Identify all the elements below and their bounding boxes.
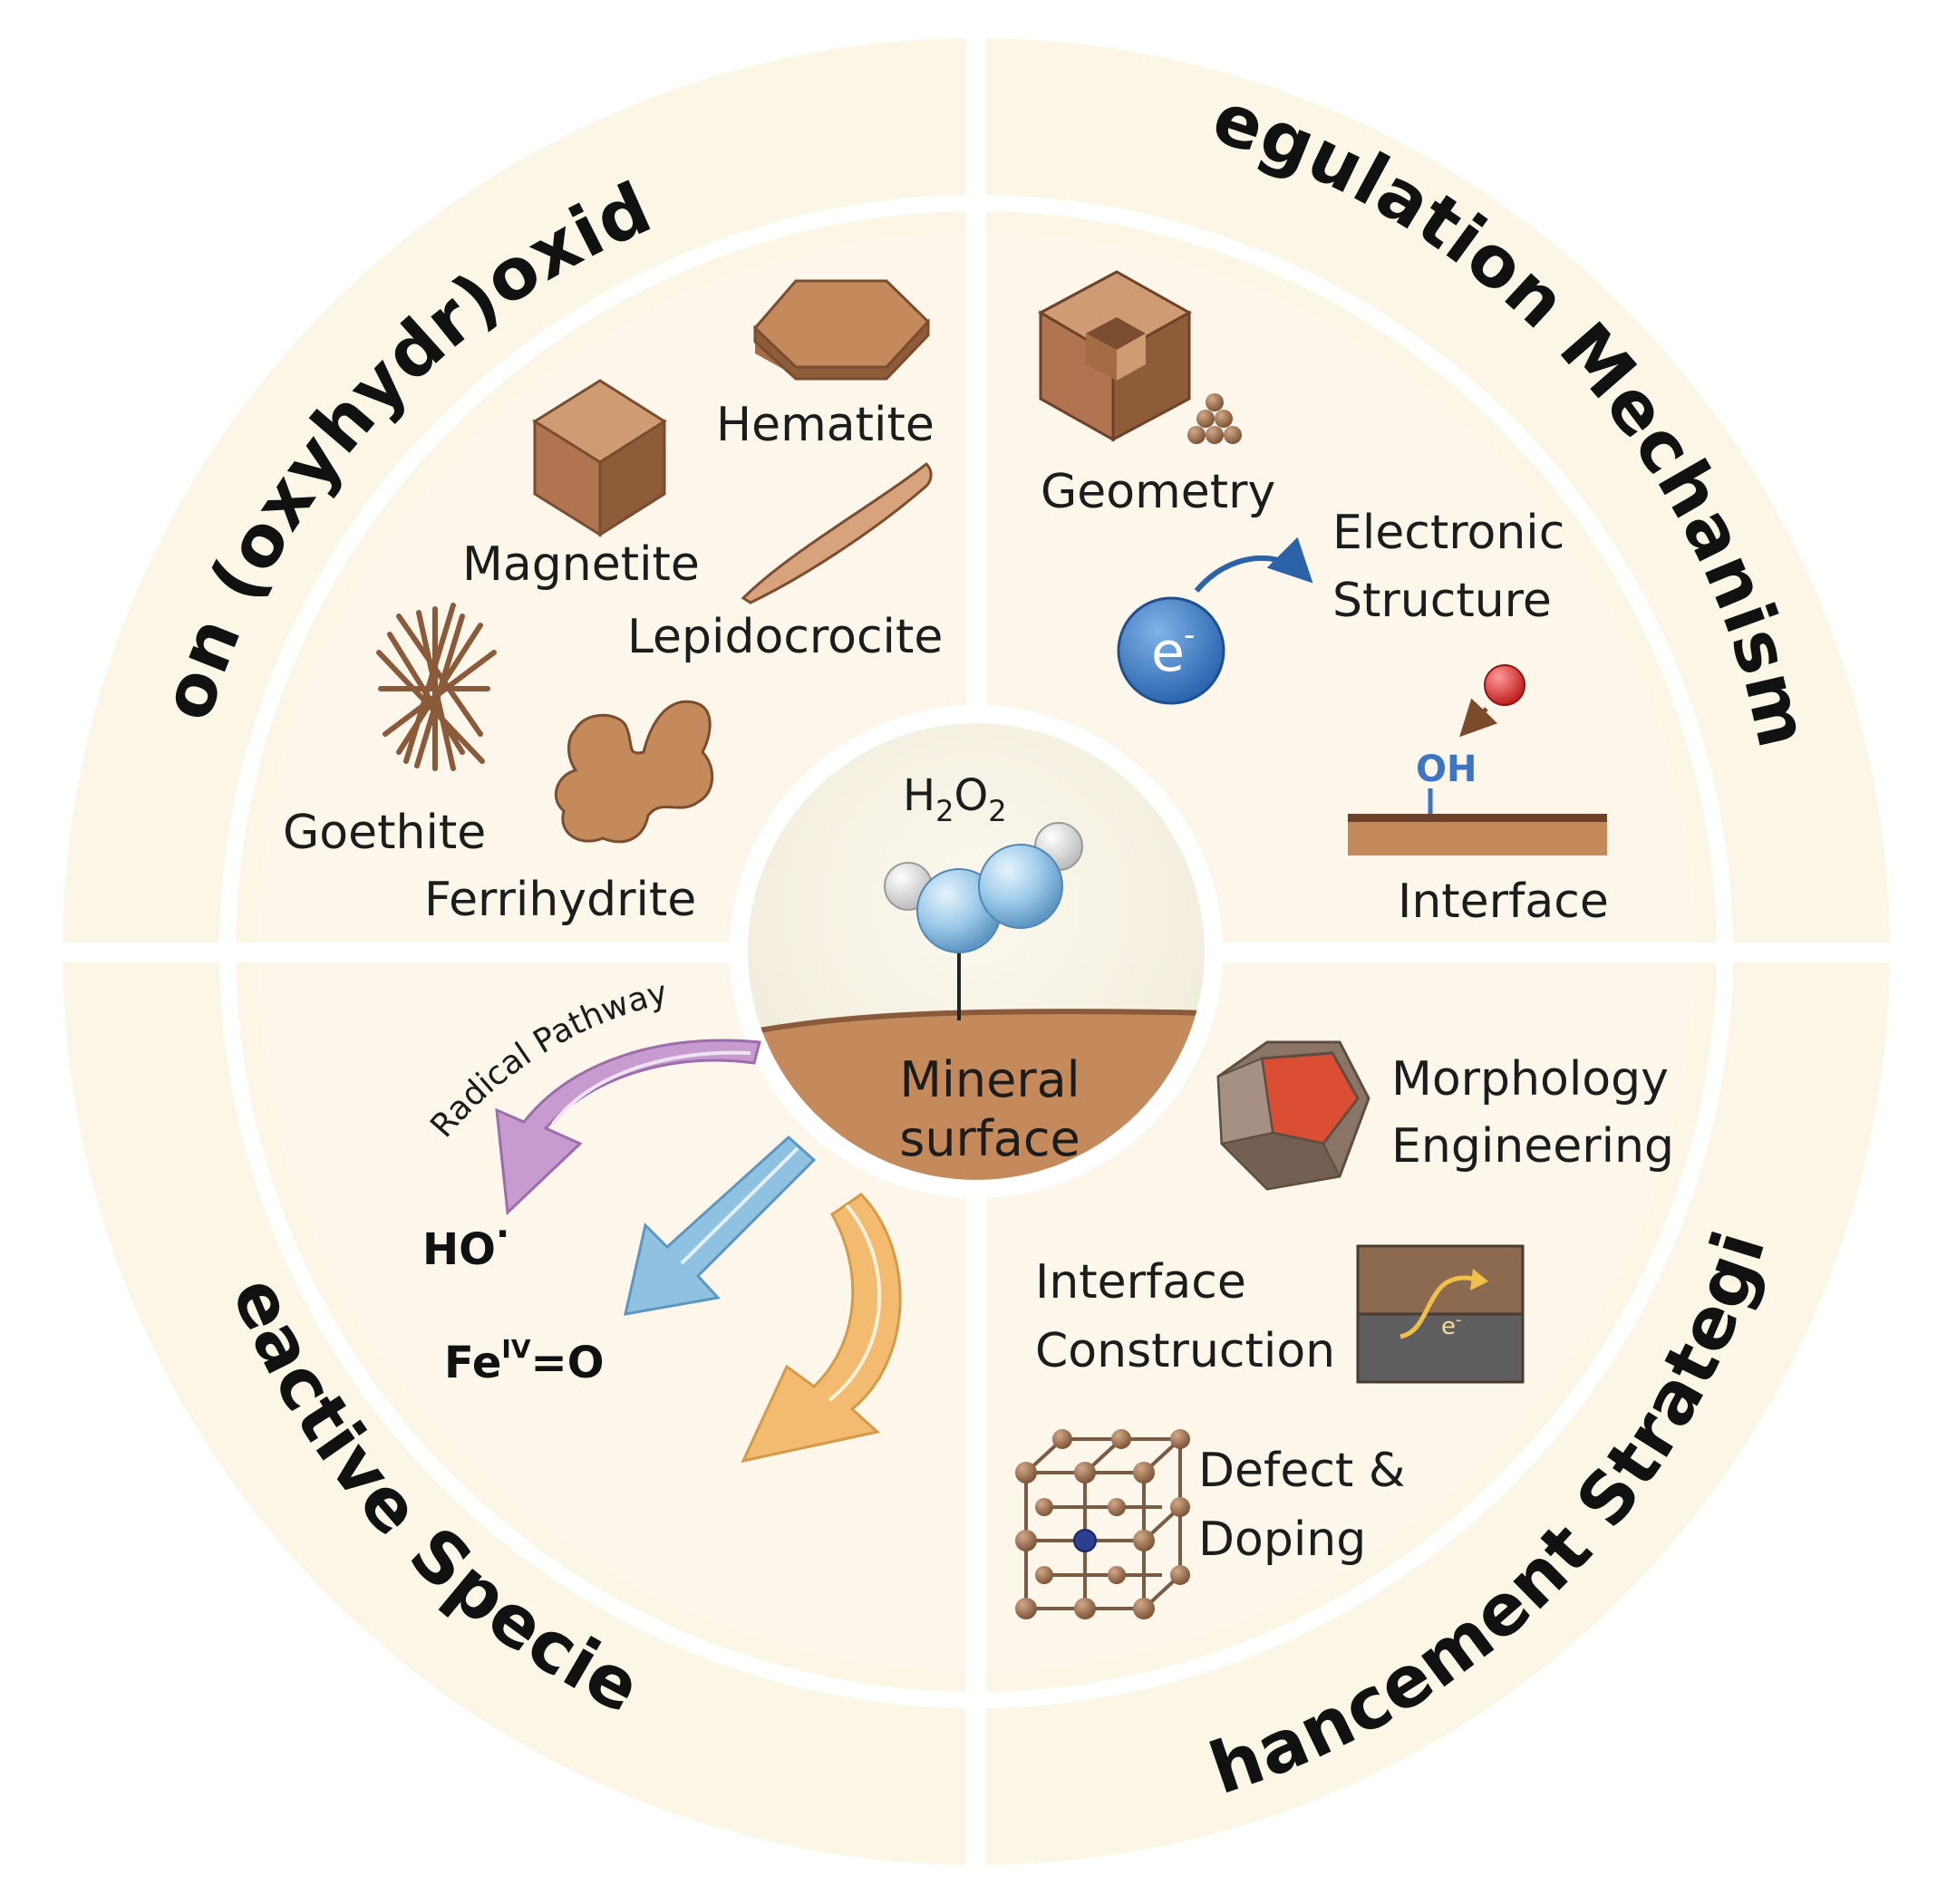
electron-icon: e - bbox=[1117, 596, 1225, 705]
oh-label: OH bbox=[1416, 749, 1477, 790]
dopant-atom bbox=[1073, 1529, 1097, 1552]
label-magnetite: Magnetite bbox=[462, 537, 700, 592]
morphology-polyhedron-icon bbox=[1216, 1040, 1370, 1191]
label-ferrihydrite: Ferrihydrite bbox=[424, 873, 696, 927]
label-hydroxyl-radical: HO· bbox=[422, 1213, 509, 1275]
label-ferryl: FeIV=O bbox=[444, 1334, 605, 1388]
interface-adsorption-icon: OH bbox=[1348, 664, 1607, 855]
nanoparticle-cluster-icon bbox=[1187, 393, 1242, 444]
label-mineral-line1: Mineral bbox=[899, 1051, 1080, 1108]
label-morphology-line1: Morphology bbox=[1391, 1052, 1669, 1107]
label-h2o2: H2O2 bbox=[903, 770, 1007, 828]
label-hematite: Hematite bbox=[716, 398, 935, 452]
label-electronic-line2: Structure bbox=[1332, 574, 1552, 628]
label-defect-line1: Defect & bbox=[1198, 1444, 1405, 1498]
geometry-cube-icon bbox=[1037, 270, 1193, 442]
electron-transfer-arrow bbox=[1194, 536, 1313, 593]
electron-charge: - bbox=[1184, 617, 1195, 653]
radical-pathway-arrow bbox=[495, 1039, 761, 1216]
label-lepidocrocite: Lepidocrocite bbox=[627, 610, 943, 664]
label-electronic-line1: Electronic bbox=[1332, 506, 1564, 560]
h2o2-molecule-icon bbox=[884, 822, 1083, 1020]
heterojunction-icon: e- bbox=[1356, 1244, 1525, 1384]
hematite-icon bbox=[752, 279, 931, 381]
magnetite-icon bbox=[532, 379, 667, 537]
ferrihydrite-icon bbox=[554, 700, 714, 844]
label-defect-line2: Doping bbox=[1198, 1513, 1366, 1567]
label-interface: Interface bbox=[1398, 875, 1609, 929]
label-morphology-line2: Engineering bbox=[1391, 1119, 1674, 1174]
lattice-atoms bbox=[1015, 1429, 1190, 1619]
label-goethite: Goethite bbox=[283, 806, 486, 860]
label-interface-construction-line1: Interface bbox=[1035, 1255, 1246, 1310]
blue-pathway-arrow bbox=[624, 1135, 817, 1316]
label-mineral-line2: surface bbox=[899, 1110, 1080, 1167]
electron-symbol: e bbox=[1151, 621, 1185, 684]
label-geometry: Geometry bbox=[1041, 465, 1275, 519]
center-disc bbox=[730, 705, 1223, 1198]
lepidocrocite-icon bbox=[741, 462, 933, 604]
goethite-icon bbox=[376, 603, 497, 771]
heterojunction-electron-label: e- bbox=[1441, 1310, 1462, 1340]
label-interface-construction-line2: Construction bbox=[1035, 1324, 1335, 1378]
orange-pathway-arrow bbox=[741, 1193, 902, 1464]
